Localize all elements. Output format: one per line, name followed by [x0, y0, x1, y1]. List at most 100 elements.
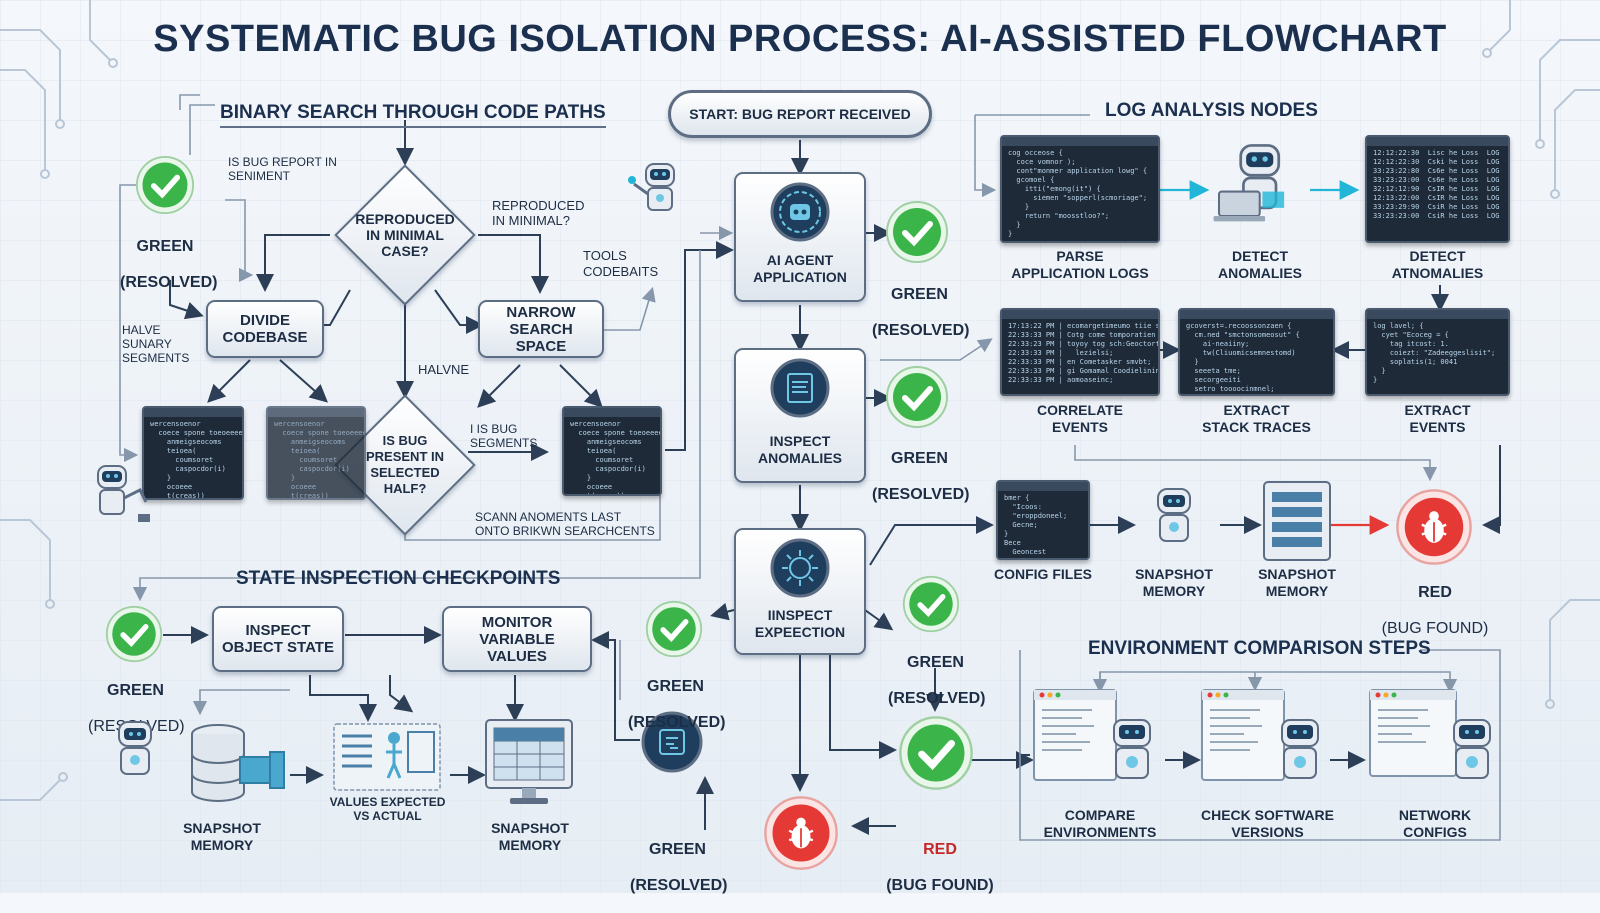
status-red: RED — [923, 841, 957, 858]
inspect-object-state[interactable]: INSPECT OBJECT STATE — [212, 606, 344, 672]
status-resolved: (RESOLVED) — [872, 486, 970, 503]
status-green: GREEN — [907, 654, 964, 671]
green-check-icon — [886, 366, 948, 428]
config-files-label: CONFIG FILES — [994, 566, 1092, 582]
bug-present-decision-label: IS BUG PRESENT IN SELECTED HALF? — [365, 433, 444, 496]
status-red: RED — [1418, 584, 1452, 601]
status-resolved: (RESOLVED) — [872, 322, 970, 339]
page-title: SYSTEMATIC BUG ISOLATION PROCESS: AI-ASS… — [153, 18, 1447, 60]
stack-trace-code: gcoverst=.recoossonzaen { cm.ned "smcton… — [1186, 322, 1300, 393]
bug-present-decision[interactable]: IS BUG PRESENT IN SELECTED HALF? — [334, 394, 476, 536]
extract-stack-label: EXTRACT STACK TRACES — [1202, 402, 1311, 435]
red-bug-found-bottom: RED (BUG FOUND) — [885, 823, 995, 913]
green-resolved-anomalies: GREEN (RESOLVED) — [872, 432, 970, 522]
detect-anomalies-label: DETECT ANOMALIES — [1218, 248, 1302, 281]
status-green: GREEN — [107, 682, 164, 699]
compare-environments-label: COMPARE ENVIRONMENTS — [1043, 807, 1157, 840]
note-scan: SCANN ANOMENTS LAST ONTO BRIKWN SEARCHCE… — [475, 510, 655, 538]
snapshot-memory-left-label: SNAPSHOT MEMORY — [183, 820, 261, 853]
reproduced-decision[interactable]: REPRODUCED IN MINIMAL CASE? — [334, 164, 476, 306]
status-green: GREEN — [136, 238, 194, 255]
green-resolved-expectation: GREEN (RESOLVED) — [888, 636, 986, 726]
note-report: IS BUG REPORT IN SENIMENT — [228, 155, 337, 183]
narrow-search-space[interactable]: NARROW SEARCH SPACE — [478, 300, 604, 358]
check-versions-label: CHECK SOFTWARE VERSIONS — [1201, 807, 1334, 840]
snapshot-memory-2-label: SNAPSHOT MEMORY — [1258, 566, 1336, 599]
green-resolved-binary: GREEN (RESOLVED) — [120, 220, 217, 310]
code-panel-1: wercensoenor coece spone toeoeeeeel { an… — [142, 406, 244, 500]
status-resolved: (RESOLVED) — [888, 690, 986, 707]
parse-log-code: cog occeose { coce vomnor ); cont"monmer… — [1008, 149, 1148, 238]
config-screen: bmer { "Icoos: "eroppdoneel; Gecne; } Be… — [996, 480, 1090, 560]
memory-table-icon — [1263, 481, 1331, 561]
green-resolved-left: GREEN (RESOLVED) — [628, 660, 726, 750]
compare-values-icon — [333, 723, 441, 791]
config-code: bmer { "Icoos: "eroppdoneel; Gecne; } Be… — [1004, 494, 1068, 556]
status-green: GREEN — [891, 450, 948, 467]
red-bug-found-right: RED (BUG FOUND) — [1375, 566, 1495, 656]
status-resolved: (RESOLVED) — [630, 877, 728, 894]
monitor-table-icon — [485, 719, 573, 804]
green-resolved-agent: GREEN (RESOLVED) — [872, 268, 970, 358]
robot-tools-icon — [628, 163, 675, 211]
start-node[interactable]: START: BUG REPORT RECEIVED — [668, 90, 932, 138]
section-binary-search: BINARY SEARCH THROUGH CODE PATHS — [220, 102, 606, 128]
correlate-code: 17:13:22 PM | ecomargetimeumo tiie sore … — [1008, 322, 1160, 384]
robot-laptop-icon — [1213, 144, 1285, 222]
reproduced-decision-label: REPRODUCED IN MINIMAL CASE? — [355, 211, 455, 259]
status-green: GREEN — [649, 841, 706, 858]
status-green: GREEN — [891, 286, 948, 303]
robot-arm-icon — [97, 465, 150, 522]
compare-environments-icon — [1033, 689, 1151, 781]
status-bug-found: (BUG FOUND) — [1381, 620, 1489, 637]
divide-codebase[interactable]: DIVIDE CODEBASE — [206, 300, 324, 358]
green-check-icon — [645, 600, 703, 658]
document-icon — [770, 358, 830, 418]
green-check-icon — [902, 575, 960, 633]
note-halvne: HALVNE — [418, 362, 470, 377]
green-check-icon — [105, 605, 163, 663]
section-state-inspection: STATE INSPECTION CHECKPOINTS — [236, 568, 561, 589]
red-bug-icon — [1396, 489, 1472, 565]
green-check-icon — [135, 155, 195, 215]
status-green: GREEN — [647, 678, 704, 695]
extract-events-label: EXTRACT EVENTS — [1404, 402, 1471, 435]
code-panel-1-text: wercensoenor coece spone toeoeeeeel { an… — [150, 420, 243, 500]
snapshot-memory-right-label: SNAPSHOT MEMORY — [491, 820, 569, 853]
network-configs-icon — [1369, 689, 1491, 779]
snapshot-memory-1-label: SNAPSHOT MEMORY — [1135, 566, 1213, 599]
status-resolved: (RESOLVED) — [628, 714, 726, 731]
section-environment: ENVIRONMENT COMPARISON STEPS — [1088, 638, 1431, 659]
cog-icon — [770, 538, 830, 598]
status-bug-found: (BUG FOUND) — [886, 877, 994, 894]
green-check-large-icon — [899, 716, 973, 790]
section-log-analysis: LOG ANALYSIS NODES — [1105, 100, 1318, 121]
green-resolved-bottom: GREEN (RESOLVED) — [630, 823, 728, 913]
note-reproduced: REPRODUCED IN MINIMAL? — [492, 198, 585, 228]
correlate-events-label: CORRELATE EVENTS — [1036, 402, 1124, 435]
code-panel-3-text: wercensoenor coece spone toeoeeeeel { an… — [570, 420, 660, 496]
gear-robot-icon — [770, 182, 830, 242]
red-bug-icon — [764, 796, 838, 870]
detect-atnomalies-label: DETECT ATNOMALIES — [1391, 248, 1484, 281]
extract-events-code: log lavel; { cyet "Ecoceg = { tag itcost… — [1373, 322, 1496, 384]
note-halve: HALVE SUNARY SEGMENTS — [122, 323, 190, 365]
network-configs-label: NETWORK CONFIGS — [1398, 807, 1472, 840]
monitor-variable-values[interactable]: MONITOR VARIABLE VALUES — [442, 606, 592, 672]
parse-logs-label: PARSE APPLICATION LOGS — [1011, 248, 1149, 281]
check-versions-icon — [1201, 689, 1319, 781]
tools-note: TOOLS CODEBAITS — [583, 248, 659, 279]
database-icon — [191, 724, 285, 802]
inspect-anomalies-label: INSPECT ANOMALIES — [758, 433, 842, 466]
inspect-expectation-label: IINSPECT EXPEECTION — [754, 607, 846, 640]
extract-events-screen: log lavel; { cyet "Ecoceg = { tag itcost… — [1365, 308, 1510, 396]
green-check-icon — [886, 201, 948, 263]
correlate-screen: 17:13:22 PM | ecomargetimeumo tiie sore … — [1000, 308, 1160, 396]
note-segments: I IS BUG SEGMENTS — [470, 422, 538, 450]
stack-trace-screen: gcoverst=.recoossonzaen { cm.ned "smcton… — [1178, 308, 1335, 396]
ai-agent-label: AI AGENT APPLICATION — [753, 252, 847, 285]
values-expected-label: VALUES EXPECTED VS ACTUAL — [329, 795, 446, 823]
parse-log-screen: cog occeose { coce vomnor ); cont"monmer… — [1000, 135, 1160, 243]
log-lines-screen: 12:12:22:30 Lisc he Loss LOG 12:12:22:30… — [1365, 135, 1510, 243]
code-panel-3: wercensoenor coece spone toeoeeeeel { an… — [562, 406, 662, 496]
